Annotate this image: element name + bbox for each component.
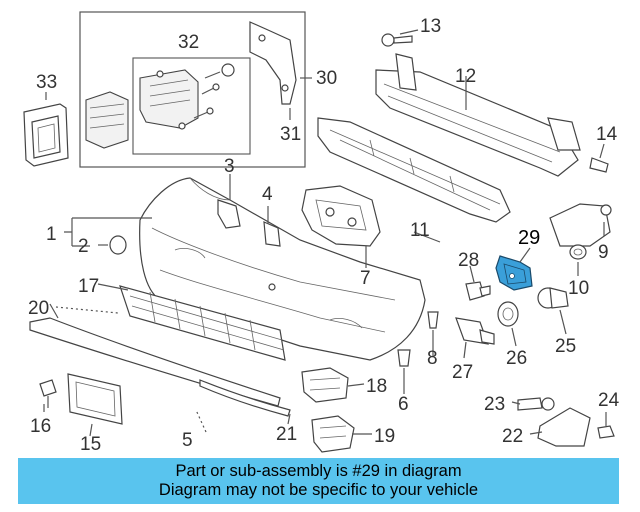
- callout-23: 23: [484, 394, 505, 415]
- callout-27: 27: [452, 362, 473, 383]
- detail-box: [79, 11, 312, 168]
- nut-24: [597, 425, 615, 439]
- callout-25: 25: [555, 336, 576, 357]
- sensor-25: [537, 287, 569, 309]
- callout-9: 9: [598, 242, 609, 263]
- callout-21: 21: [276, 424, 297, 445]
- bracket-7: [301, 185, 381, 247]
- callout-8: 8: [427, 348, 438, 369]
- callout-20: 20: [28, 298, 49, 319]
- callout-29: 29: [518, 227, 540, 249]
- callout-32: 32: [178, 32, 199, 53]
- bolt-23: [517, 397, 555, 411]
- grille-insert-19: [311, 415, 355, 453]
- bolt-14: [589, 157, 609, 173]
- callout-3: 3: [224, 156, 235, 177]
- callout-16: 16: [30, 416, 51, 437]
- info-banner: Part or sub-assembly is #29 in diagram D…: [18, 458, 619, 504]
- radar-sensor: [139, 69, 199, 130]
- bracket-4: [263, 221, 281, 247]
- trim-frame-33: [23, 92, 69, 167]
- callout-31: 31: [280, 124, 301, 145]
- callout-6: 6: [398, 394, 409, 415]
- bracket-29-highlighted: [495, 255, 533, 291]
- callout-14: 14: [596, 124, 618, 145]
- callout-18: 18: [366, 376, 387, 397]
- callout-labels: 1 2 3 4 5 6 7 8 9 10 11 12 13 14 15 16 1…: [28, 16, 620, 455]
- callout-7: 7: [360, 268, 371, 289]
- callout-30: 30: [316, 68, 337, 89]
- callout-15: 15: [80, 434, 101, 455]
- control-module: [85, 91, 129, 149]
- callout-4: 4: [262, 184, 273, 205]
- bolt-13: [381, 33, 413, 47]
- callout-10: 10: [568, 278, 589, 299]
- callout-1: 1: [46, 224, 57, 245]
- screw-6: [397, 349, 411, 367]
- impact-bar: [375, 53, 581, 177]
- callout-33: 33: [36, 72, 57, 93]
- callout-2: 2: [78, 236, 89, 257]
- callout-19: 19: [374, 426, 395, 447]
- callout-12: 12: [455, 66, 476, 87]
- bumper-cover: [139, 177, 426, 361]
- callout-13: 13: [420, 16, 441, 37]
- bracket-27: [455, 317, 495, 345]
- sensor-28: [465, 281, 491, 301]
- bracket-3: [217, 199, 241, 229]
- lower-grille: [119, 285, 286, 361]
- banner-line-2: Diagram may not be specific to your vehi…: [158, 481, 479, 499]
- lower-spoiler: [29, 317, 291, 417]
- ring-26: [497, 301, 519, 327]
- callout-5: 5: [182, 430, 193, 451]
- callout-22: 22: [502, 426, 523, 447]
- license-bracket: [67, 373, 123, 425]
- banner-line-1: Part or sub-assembly is #29 in diagram: [175, 462, 462, 480]
- grommet-10: [569, 244, 587, 260]
- grille-insert-18: [301, 367, 349, 403]
- callout-11: 11: [410, 220, 430, 241]
- bracket-30: [249, 21, 297, 105]
- bracket-9: [549, 203, 612, 247]
- callout-24: 24: [598, 390, 620, 411]
- callout-26: 26: [506, 348, 527, 369]
- cover-22: [537, 407, 591, 447]
- callout-28: 28: [458, 250, 479, 271]
- clip-16: [39, 379, 57, 408]
- leader-lines: [43, 29, 607, 437]
- callout-17: 17: [78, 276, 99, 297]
- energy-absorber: [317, 117, 511, 223]
- screw: [193, 63, 235, 119]
- tow-cap: [109, 235, 127, 255]
- screw-8: [427, 311, 439, 329]
